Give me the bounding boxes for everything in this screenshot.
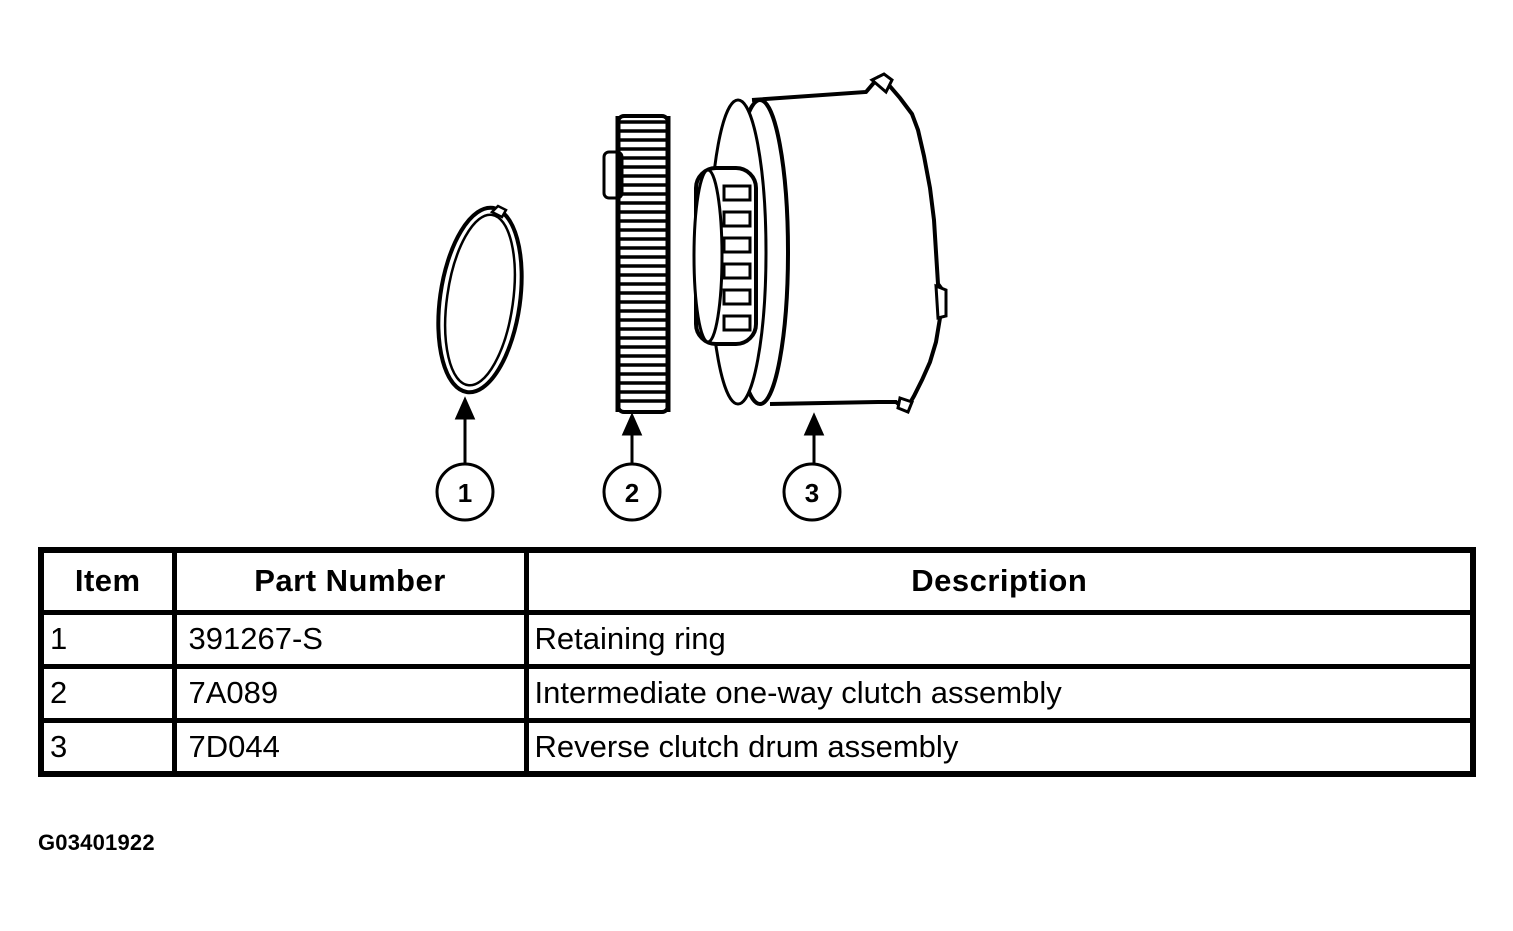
- reverse-clutch-drum-drawing: [692, 72, 948, 414]
- retaining-ring-drawing: [436, 204, 524, 395]
- callout-3: 3: [782, 462, 842, 522]
- callout-2-label: 2: [625, 478, 639, 508]
- cell-description: Reverse clutch drum assembly: [523, 717, 1476, 777]
- table-row: 1 391267-S Retaining ring: [38, 609, 1476, 669]
- cell-description: Intermediate one-way clutch assembly: [523, 663, 1476, 723]
- header-description: Description: [523, 547, 1476, 615]
- callout-3-label: 3: [805, 478, 819, 508]
- cell-part-number: 7A089: [171, 663, 529, 723]
- figure-id: G03401922: [38, 830, 155, 855]
- cell-part-number: 391267-S: [171, 609, 529, 669]
- table-header-row: Item Part Number Description: [38, 547, 1476, 615]
- header-part-number: Part Number: [171, 547, 529, 615]
- cell-item: 1: [38, 609, 177, 669]
- parts-table: Item Part Number Description 1 391267-S …: [38, 547, 1476, 777]
- cell-part-number: 7D044: [171, 717, 529, 777]
- cell-item: 2: [38, 663, 177, 723]
- exploded-parts-illustration: 1 2 3: [435, 72, 948, 522]
- header-item: Item: [38, 547, 177, 615]
- callout-arrows: [454, 396, 825, 464]
- cell-item: 3: [38, 717, 177, 777]
- table-row: 3 7D044 Reverse clutch drum assembly: [38, 717, 1476, 777]
- callout-1: 1: [435, 462, 495, 522]
- cell-description: Retaining ring: [523, 609, 1476, 669]
- callout-2: 2: [602, 462, 662, 522]
- callout-1-label: 1: [458, 478, 472, 508]
- one-way-clutch-gear-drawing: [602, 114, 671, 414]
- table-row: 2 7A089 Intermediate one-way clutch asse…: [38, 663, 1476, 723]
